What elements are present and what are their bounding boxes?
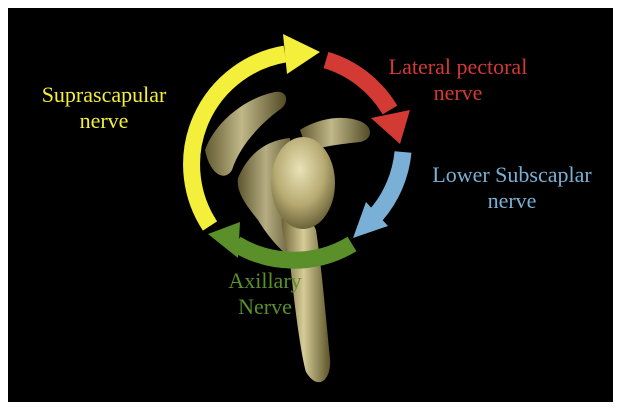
suprascapular-nerve-label: Suprascapular nerve: [14, 82, 194, 134]
lower-subscapular-label-line1: Lower Subscaplar: [412, 162, 612, 188]
lower-subscapular-label-line2: nerve: [412, 188, 612, 214]
axillary-label-line1: Axillary: [190, 268, 340, 294]
glenoid-fossa: [271, 137, 335, 229]
suprascapular-label-line1: Suprascapular: [14, 82, 194, 108]
lower-subscapular-nerve-label: Lower Subscaplar nerve: [412, 162, 612, 214]
lateral-pectoral-label-line2: nerve: [368, 80, 548, 106]
axillary-label-line2: Nerve: [190, 294, 340, 320]
lower-subscapular-arrow: [353, 152, 403, 238]
lateral-pectoral-nerve-label: Lateral pectoral nerve: [368, 54, 548, 106]
axillary-nerve-label: Axillary Nerve: [190, 268, 340, 320]
lateral-pectoral-label-line1: Lateral pectoral: [368, 54, 548, 80]
suprascapular-label-line2: nerve: [14, 108, 194, 134]
